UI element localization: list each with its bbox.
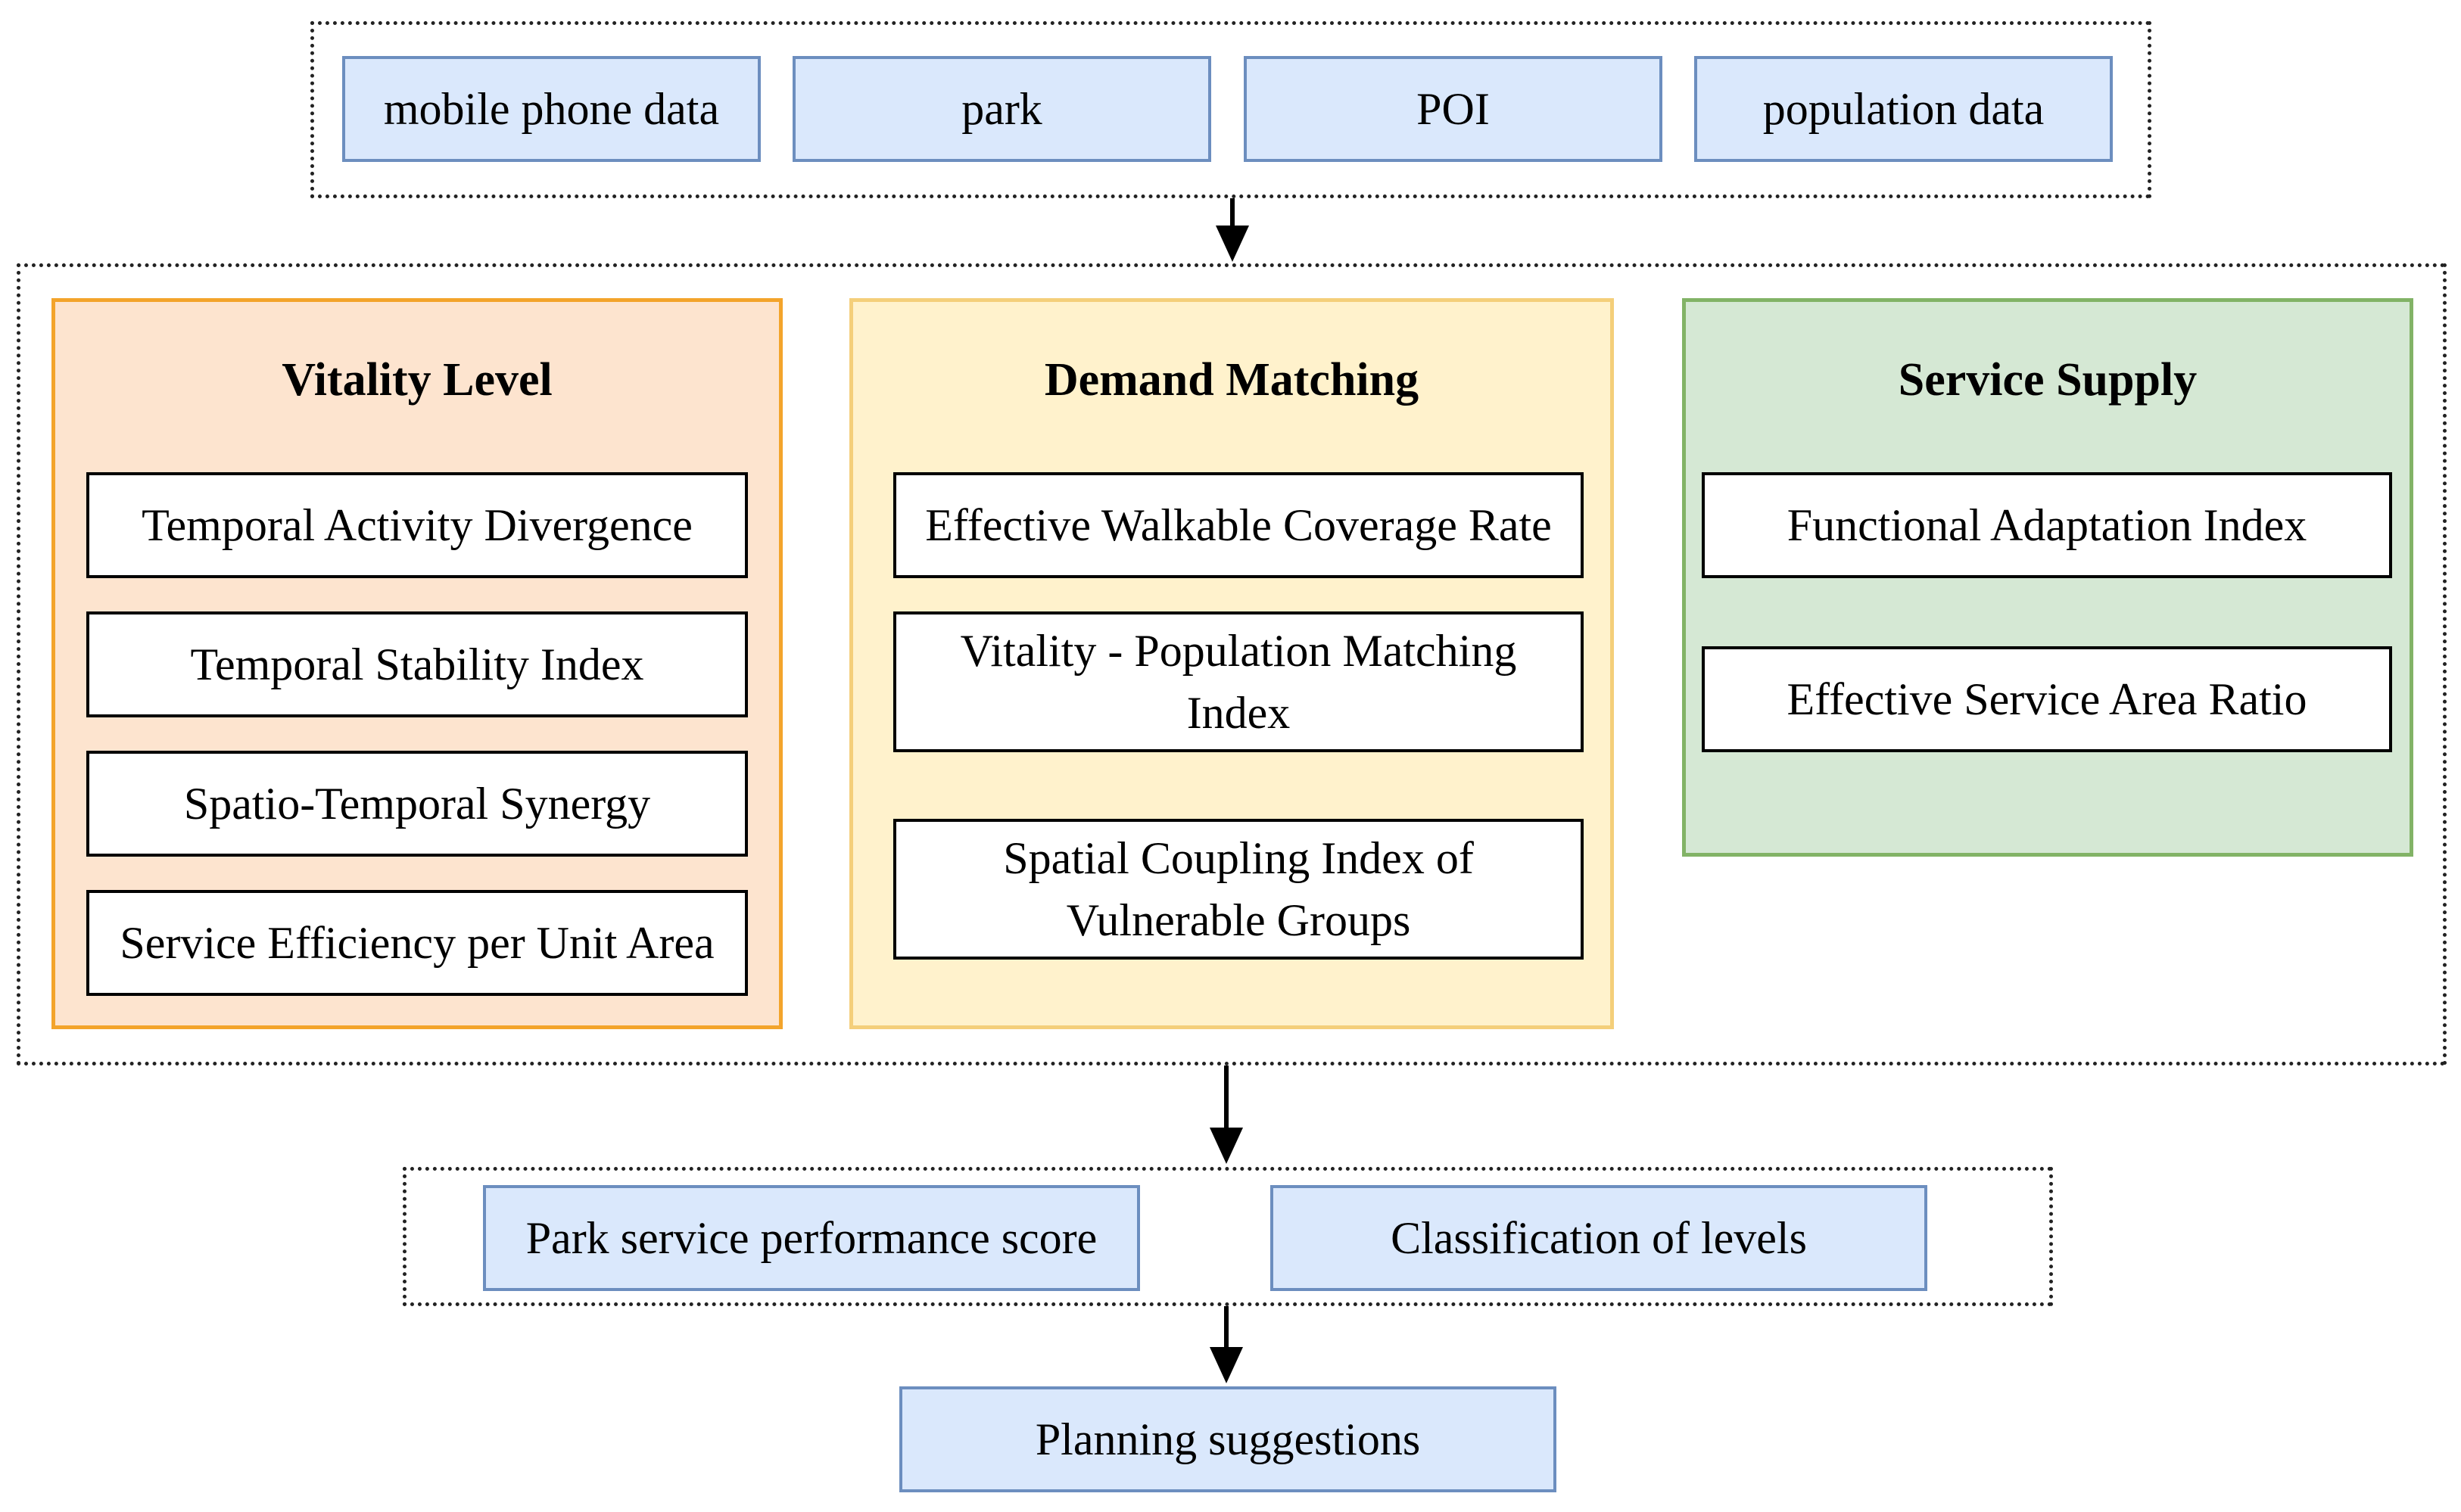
supply-item-functional-adaptation: Functional Adaptation Index [1702, 472, 2392, 578]
vitality-item-temporal-activity-divergence: Temporal Activity Divergence [86, 472, 748, 578]
result-classification-of-levels: Classification of levels [1270, 1185, 1927, 1291]
results-group [403, 1167, 2053, 1306]
planning-suggestions-box: Planning suggestions [899, 1386, 1556, 1492]
input-population-data: population data [1694, 56, 2113, 162]
arrow-results-to-suggestions [1210, 1306, 1243, 1383]
input-poi: POI [1244, 56, 1662, 162]
vitality-level-title: Vitality Level [282, 354, 553, 406]
vitality-item-temporal-stability-index: Temporal Stability Index [86, 611, 748, 717]
demand-item-vitality-population-matching: Vitality - Population Matching Index [893, 611, 1584, 752]
supply-item-effective-service-area: Effective Service Area Ratio [1702, 646, 2392, 752]
vitality-item-service-efficiency: Service Efficiency per Unit Area [86, 890, 748, 996]
indicator-group [17, 263, 2447, 1066]
input-data-group [310, 21, 2151, 198]
service-supply-title: Service Supply [1898, 354, 2198, 406]
input-park: park [793, 56, 1211, 162]
arrow-inputs-to-indicators [1216, 198, 1249, 262]
input-mobile-phone-data: mobile phone data [342, 56, 761, 162]
demand-matching-title: Demand Matching [1044, 354, 1419, 406]
demand-item-spatial-coupling: Spatial Coupling Index of Vulnerable Gro… [893, 819, 1584, 960]
result-park-service-performance-score: Park service performance score [483, 1185, 1140, 1291]
vitality-item-spatio-temporal-synergy: Spatio-Temporal Synergy [86, 751, 748, 857]
arrow-indicators-to-results [1210, 1066, 1243, 1164]
demand-item-walkable-coverage: Effective Walkable Coverage Rate [893, 472, 1584, 578]
